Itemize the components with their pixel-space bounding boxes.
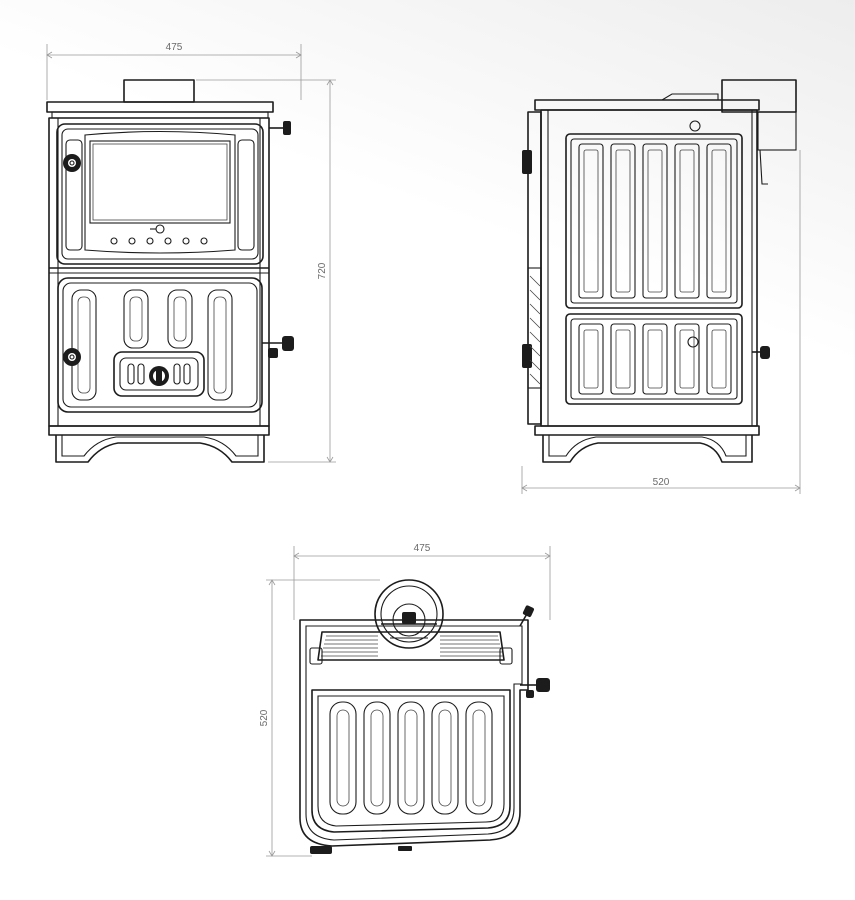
top-right-knob-icon bbox=[519, 605, 534, 627]
front-view bbox=[46, 79, 294, 463]
flue-collar-icon bbox=[374, 579, 444, 649]
side-dimension-lines bbox=[521, 150, 801, 494]
air-control-knob-icon bbox=[269, 121, 291, 135]
lower-door-handle-icon bbox=[63, 348, 81, 366]
primary-air-knob-icon bbox=[262, 336, 294, 358]
side-knob-icon bbox=[752, 346, 770, 359]
front-dimension-lines bbox=[46, 44, 336, 463]
top-view bbox=[299, 579, 550, 854]
upper-door-handle-icon bbox=[63, 154, 81, 172]
top-depth-label: 520 bbox=[259, 709, 270, 726]
top-lid-ribs bbox=[329, 701, 493, 815]
glass-window bbox=[89, 140, 231, 224]
front-width-label: 475 bbox=[166, 42, 183, 53]
top-grill-lines bbox=[321, 635, 503, 657]
top-width-label: 475 bbox=[414, 543, 431, 554]
side-view bbox=[522, 79, 797, 463]
front-height-label: 720 bbox=[317, 262, 328, 279]
side-hinge-hatching bbox=[529, 275, 541, 385]
lower-side-ribs bbox=[578, 323, 732, 395]
side-depth-label: 520 bbox=[653, 477, 670, 488]
top-dimension-lines bbox=[266, 546, 551, 857]
ash-vent-slots bbox=[127, 363, 191, 385]
top-air-knob-icon bbox=[520, 678, 550, 698]
upper-side-ribs bbox=[578, 143, 732, 299]
control-dots bbox=[110, 224, 208, 245]
